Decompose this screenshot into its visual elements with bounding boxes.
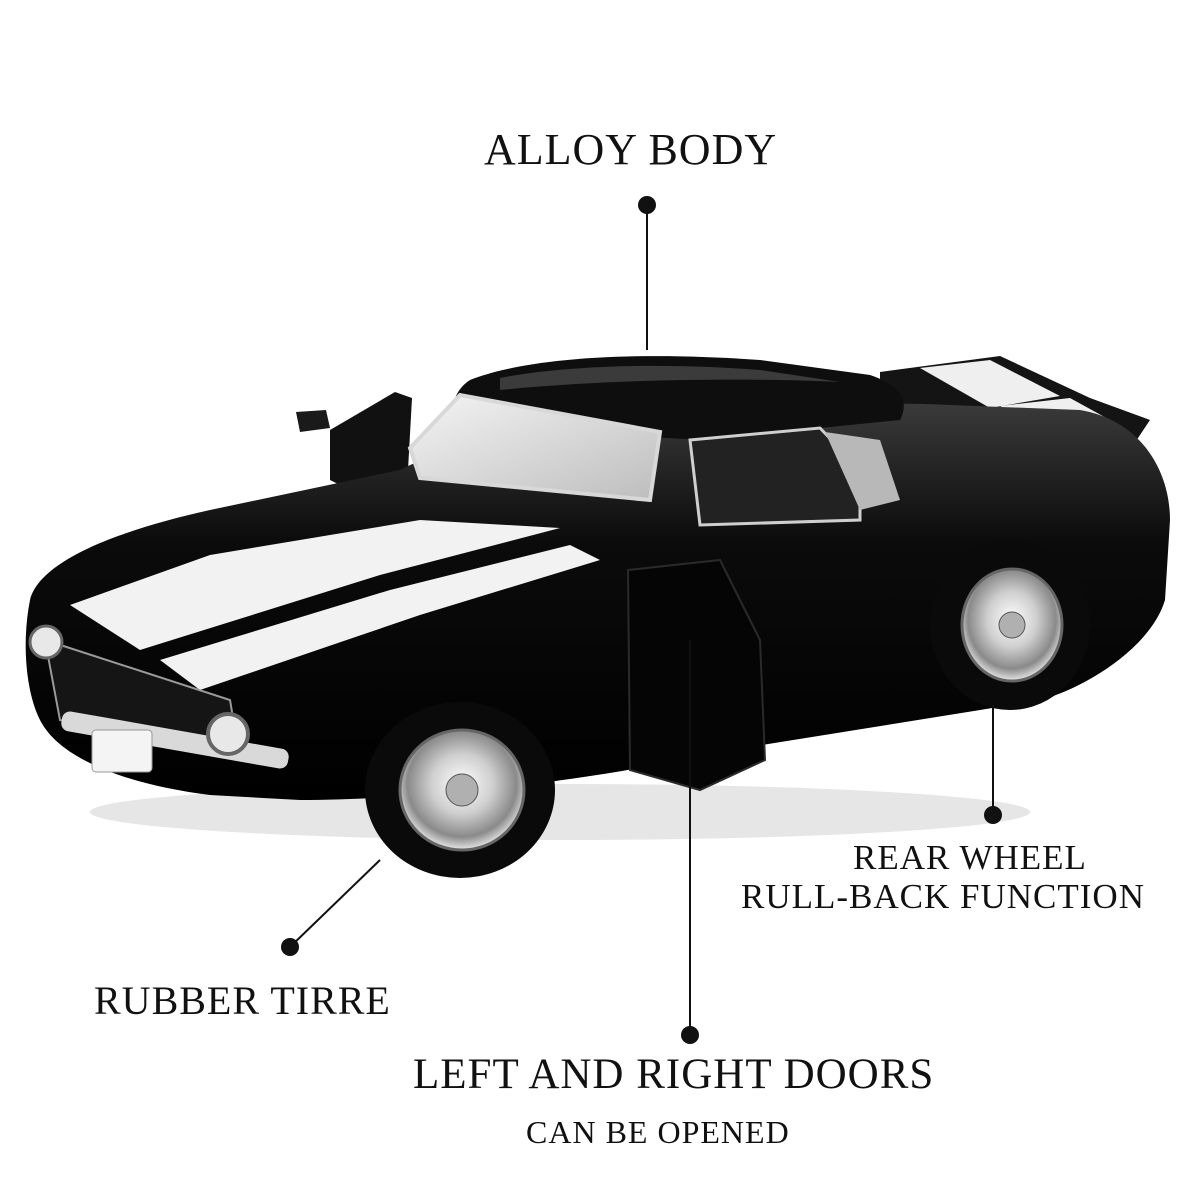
left-open-door [330,392,412,495]
rear-wheel-label: REAR WHEEL [853,838,1087,877]
rubber-tire-dot [281,938,299,956]
left-headlight [28,624,64,660]
hood-stripe [70,520,560,650]
right-open-door [626,558,767,792]
windshield [407,392,663,503]
callout-leaders [289,205,994,1035]
rubber-tire-leader [289,859,381,948]
front-wheel [365,702,555,878]
pull-back-function-label: RULL-BACK FUNCTION [741,877,1145,916]
doors-open-label: CAN BE OPENED [526,1114,790,1150]
toy-car [25,356,1170,878]
side-mirror [296,410,330,432]
hood-stripe [160,545,600,690]
alloy-body-dot [638,196,656,214]
callout-dots [281,196,1002,1044]
license-plate [91,729,153,773]
right-headlight [206,712,250,756]
doors-label: LEFT AND RIGHT DOORS [413,1051,935,1098]
alloy-body-label: ALLOY BODY [484,125,778,174]
roof-highlight [500,365,840,390]
doors-dot [681,1026,699,1044]
rear-wheel [930,540,1090,710]
rubber-tire-label: RUBBER TIRRE [94,978,391,1023]
trunk-stripe [920,360,1060,408]
quarter-window [825,432,900,510]
rear-wheel-dot [984,806,1002,824]
